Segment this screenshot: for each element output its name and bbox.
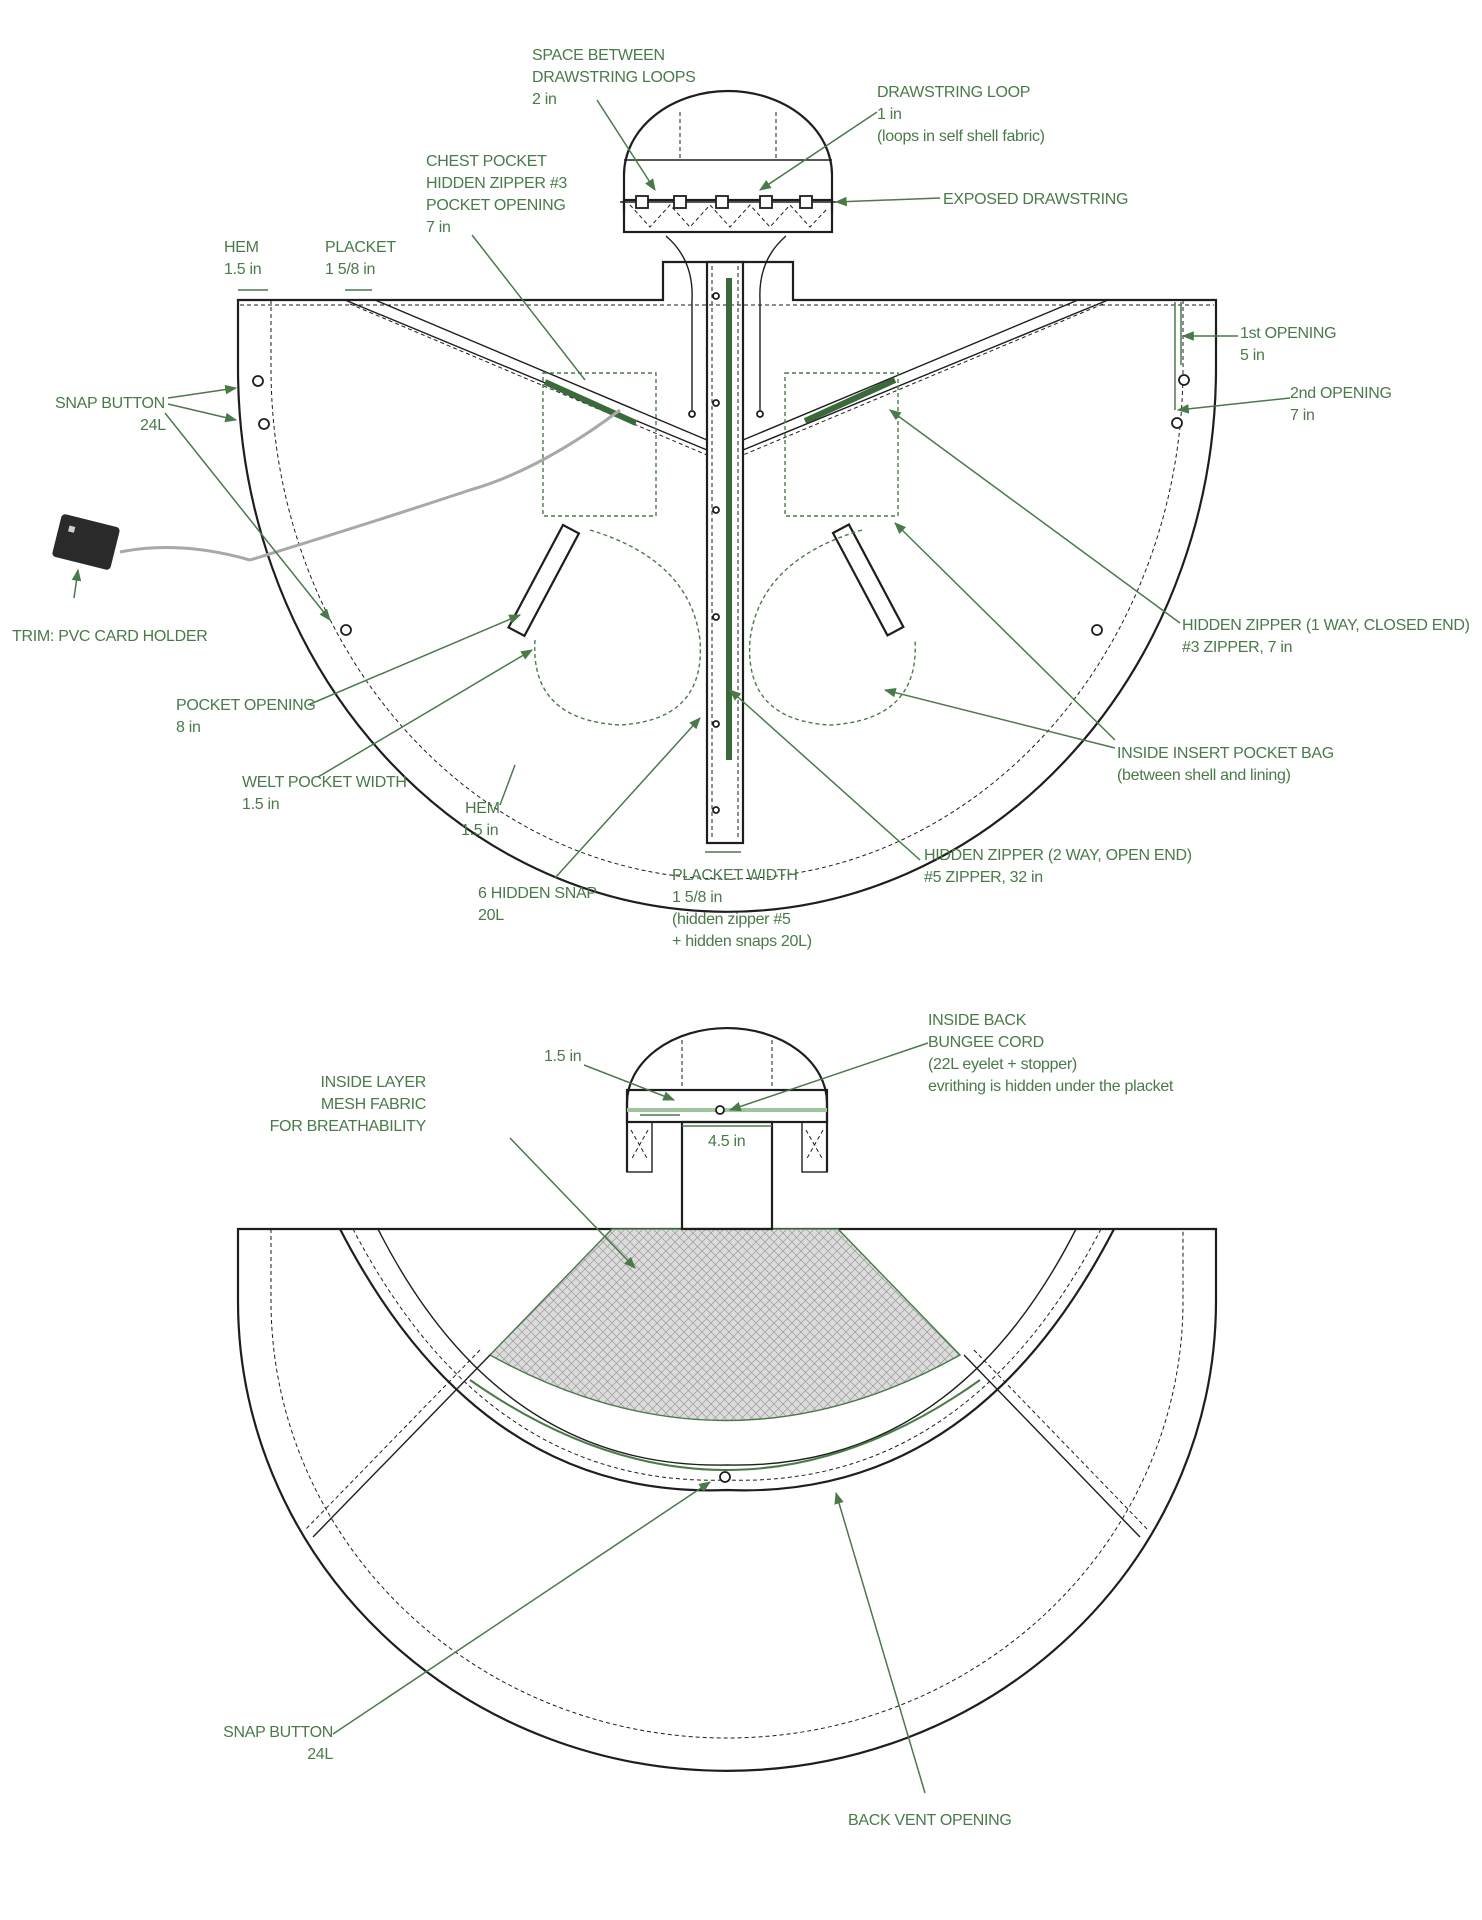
label-bungee-length: 4.5 in	[708, 1133, 745, 1150]
right-welt-pocket	[831, 523, 905, 637]
right-chest-pocket-bag	[784, 372, 899, 517]
drawstring-loops	[635, 195, 813, 209]
right-chest-zipper	[803, 377, 897, 424]
drawstring-left	[665, 235, 693, 410]
left-chest-zipper	[543, 379, 638, 426]
front-hood	[622, 89, 834, 213]
back-hood	[625, 1026, 829, 1172]
front-cape-outline	[236, 260, 1218, 914]
front-hem-stitch	[270, 300, 1184, 880]
left-welt-pocket	[507, 523, 581, 638]
label-exposed-drawstring: EXPOSED DRAWSTRING	[943, 191, 1128, 208]
right-yoke-seam	[742, 299, 1109, 451]
back-hem-stitch	[270, 1229, 1184, 1739]
label-hood-seam: 1.5 in	[544, 1048, 581, 1065]
left-insert-pocket-bag	[534, 529, 702, 726]
front-placket	[705, 260, 745, 845]
drawstring-right	[759, 235, 787, 410]
placket-hidden-snaps	[712, 292, 720, 814]
pvc-card-holder	[52, 514, 120, 570]
back-hood-band	[625, 1088, 829, 1124]
label-trim: TRIM: PVC CARD HOLDER	[12, 628, 208, 645]
left-yoke-seam	[344, 299, 708, 451]
back-cape-outline	[236, 1227, 1218, 1773]
back-vent-opening	[469, 1379, 981, 1471]
front-snap-buttons	[252, 374, 1190, 636]
inside-mesh-layer	[488, 1228, 962, 1422]
card-holder-cord	[119, 408, 621, 562]
label-back-vent: BACK VENT OPENING	[848, 1812, 1012, 1829]
right-insert-pocket-bag	[748, 529, 916, 726]
back-snap-button	[719, 1471, 731, 1483]
label-inside-pocket-bag: INSIDE INSERT POCKET BAG(between shell a…	[1117, 745, 1334, 784]
label-hidden-zipper-front: HIDDEN ZIPPER (2 WAY, OPEN END)#5 ZIPPER…	[924, 847, 1192, 886]
back-seam-right	[963, 1354, 1141, 1538]
back-yoke-band-inner	[377, 1228, 1077, 1466]
label-hidden-zipper-chest: HIDDEN ZIPPER (1 WAY, CLOSED END)#3 ZIPP…	[1182, 617, 1470, 656]
back-yoke-band-outer	[339, 1228, 1115, 1492]
back-seam-left	[312, 1354, 491, 1538]
back-hood-center	[680, 1120, 774, 1231]
left-chest-pocket-bag	[542, 372, 657, 517]
